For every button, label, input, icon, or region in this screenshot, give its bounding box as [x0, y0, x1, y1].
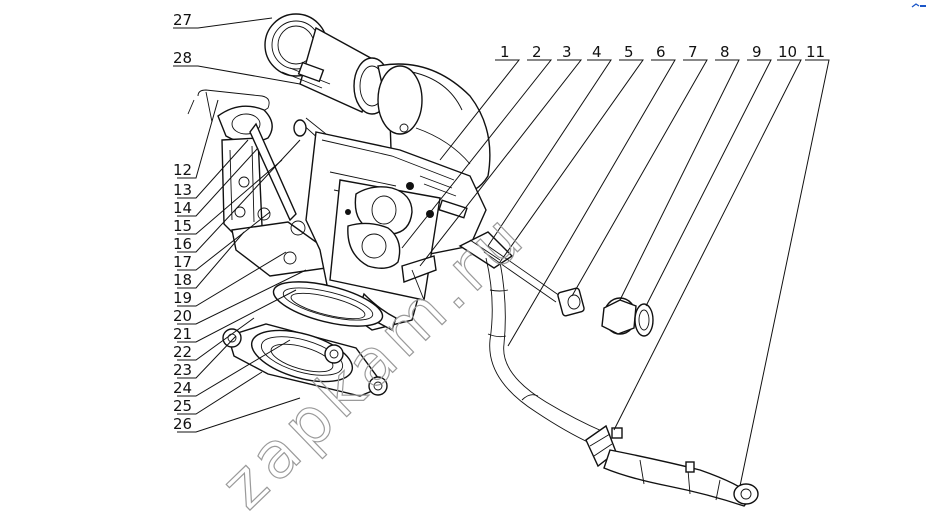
callout-20: 20: [173, 307, 192, 325]
callout-11: 11: [806, 43, 825, 61]
callout-18: 18: [173, 271, 192, 289]
callout-28: 28: [173, 49, 192, 67]
callout-17: 17: [173, 253, 192, 271]
callout-23: 23: [173, 361, 192, 379]
callout-5: 5: [624, 43, 634, 61]
gasket-upper-part: [272, 281, 384, 327]
callout-15: 15: [173, 217, 192, 235]
callout-12: 12: [173, 161, 192, 179]
leader-lines: [173, 17, 830, 487]
callout-19: 19: [173, 289, 192, 307]
callout-9: 9: [752, 43, 762, 61]
callout-21: 21: [173, 325, 192, 343]
callout-13: 13: [173, 181, 192, 199]
callout-25: 25: [173, 397, 192, 415]
callout-10: 10: [778, 43, 797, 61]
exhaust-flange-part: [222, 323, 388, 397]
drain-fitting-part: [483, 245, 654, 337]
oil-drain-tube-part: [458, 231, 759, 507]
callout-24: 24: [173, 379, 192, 397]
intake-pipe-part: [264, 13, 391, 115]
corner-mark-icon: [911, 3, 926, 8]
turbine-housing-part: [305, 131, 487, 332]
callout-3: 3: [562, 43, 572, 61]
callout-27: 27: [173, 11, 192, 29]
callout-2: 2: [532, 43, 542, 61]
callout-4: 4: [592, 43, 602, 61]
callout-26: 26: [173, 415, 192, 433]
callout-16: 16: [173, 235, 192, 253]
callout-7: 7: [688, 43, 698, 61]
callout-6: 6: [656, 43, 666, 61]
callout-1: 1: [500, 43, 510, 61]
callout-14: 14: [173, 199, 192, 217]
oil-bracket-part: [187, 89, 331, 277]
callout-8: 8: [720, 43, 730, 61]
callout-22: 22: [173, 343, 192, 361]
parts-drawing: [187, 13, 759, 507]
callouts-top: 1 2 3 4 5 6 7 8 9 10 11: [500, 43, 825, 61]
callouts-left: 27 28 12 13 14 15 16 17 18 19 20 21 22 2…: [173, 11, 192, 433]
